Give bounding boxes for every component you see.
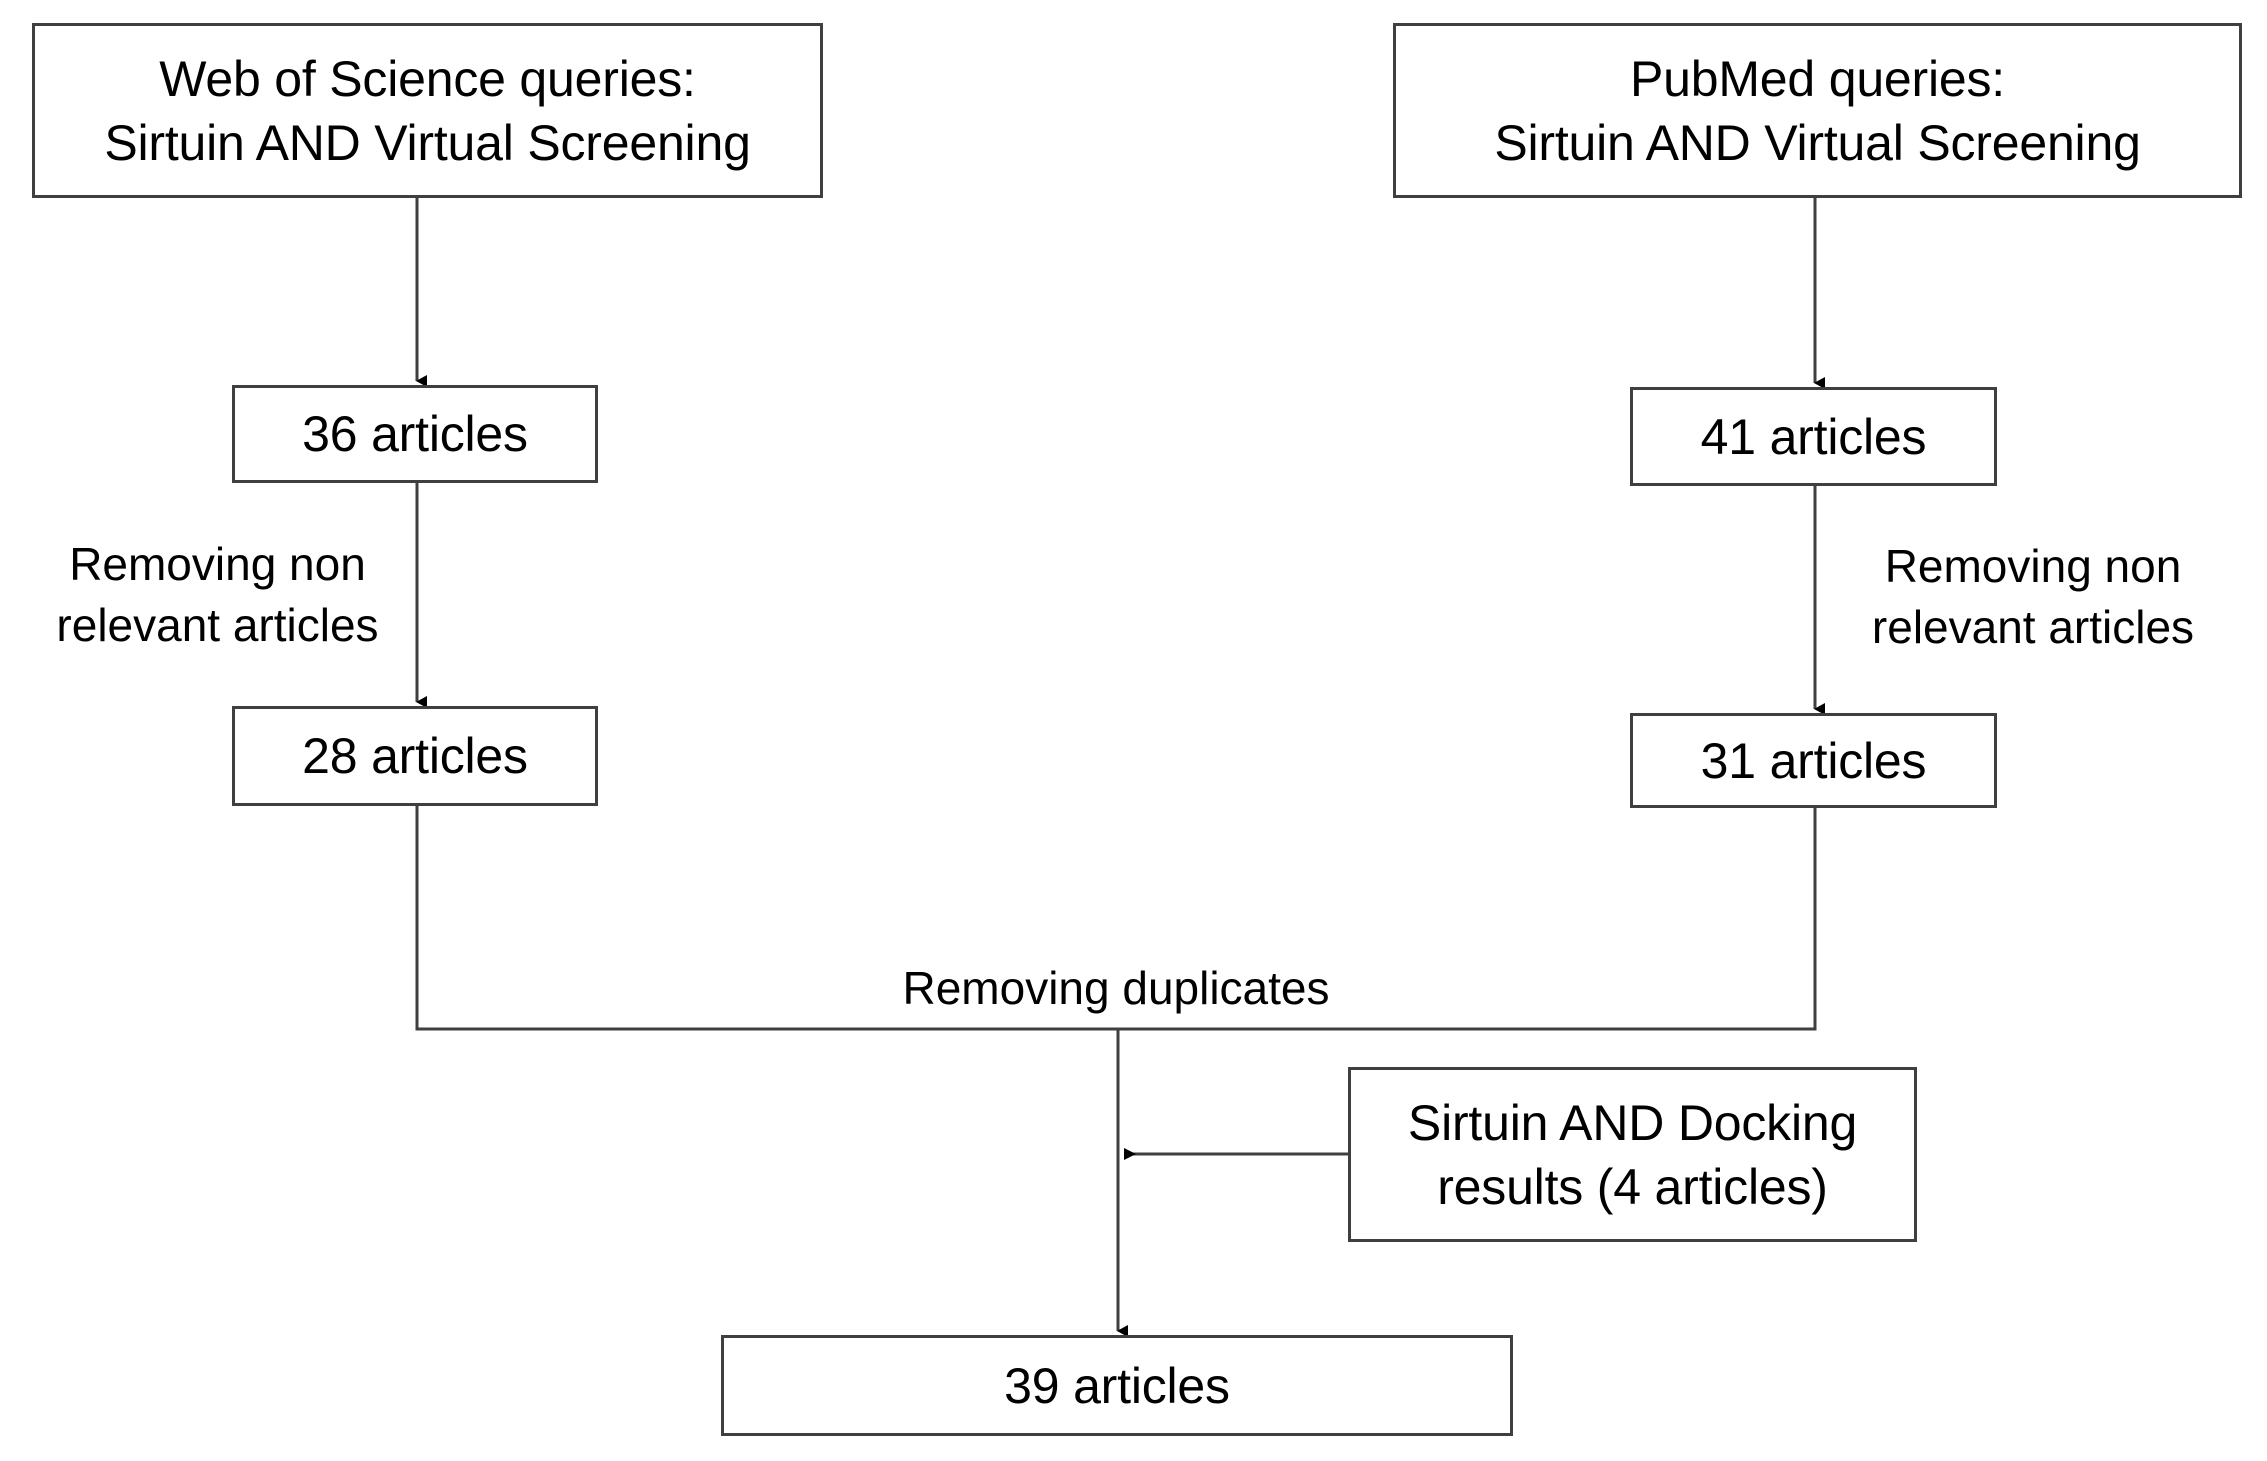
- edge-label-wos-filter-line2: relevant articles: [56, 598, 379, 651]
- node-pubmed-query-line2: Sirtuin AND Virtual Screening: [1494, 114, 2141, 171]
- node-wos-initial-label: 36 articles: [302, 406, 528, 462]
- connector-wos-filtered-to-merge: [415, 806, 1118, 1031]
- node-pubmed-filtered[interactable]: 31 articles: [1630, 713, 1997, 808]
- node-wos-query-line1: Web of Science queries:: [159, 50, 696, 107]
- node-docking-results[interactable]: Sirtuin AND Docking results (4 articles): [1348, 1067, 1917, 1242]
- node-wos-filtered[interactable]: 28 articles: [232, 706, 598, 806]
- node-docking-results-line1: Sirtuin AND Docking: [1407, 1094, 1858, 1151]
- edge-label-pubmed-filter: Removing non relevant articles: [1838, 536, 2228, 657]
- node-pubmed-filtered-label: 31 articles: [1700, 732, 1927, 789]
- node-wos-initial[interactable]: 36 articles: [232, 385, 598, 483]
- edge-label-wos-filter: Removing non relevant articles: [30, 534, 405, 655]
- edge-label-dedup-text: Removing duplicates: [902, 962, 1330, 1014]
- edge-label-wos-filter-line1: Removing non: [69, 538, 366, 590]
- node-final-articles-label: 39 articles: [1004, 1357, 1230, 1414]
- edge-label-pubmed-filter-line2: relevant articles: [1871, 600, 2195, 653]
- node-wos-filtered-label: 28 articles: [302, 728, 528, 784]
- edge-label-dedup: Removing duplicates: [856, 958, 1376, 1019]
- node-final-articles[interactable]: 39 articles: [721, 1335, 1513, 1436]
- node-pubmed-query[interactable]: PubMed queries: Sirtuin AND Virtual Scre…: [1393, 23, 2242, 198]
- node-pubmed-query-line1: PubMed queries:: [1629, 50, 2005, 107]
- connector-pubmed-filtered-to-merge: [1118, 808, 1817, 1031]
- node-pubmed-initial-label: 41 articles: [1700, 408, 1927, 465]
- node-docking-results-line2: results (4 articles): [1437, 1158, 1828, 1215]
- node-wos-query-line2: Sirtuin AND Virtual Screening: [104, 114, 751, 171]
- node-wos-query[interactable]: Web of Science queries: Sirtuin AND Virt…: [32, 23, 823, 198]
- node-pubmed-initial[interactable]: 41 articles: [1630, 387, 1997, 486]
- edge-label-pubmed-filter-line1: Removing non: [1884, 540, 2182, 592]
